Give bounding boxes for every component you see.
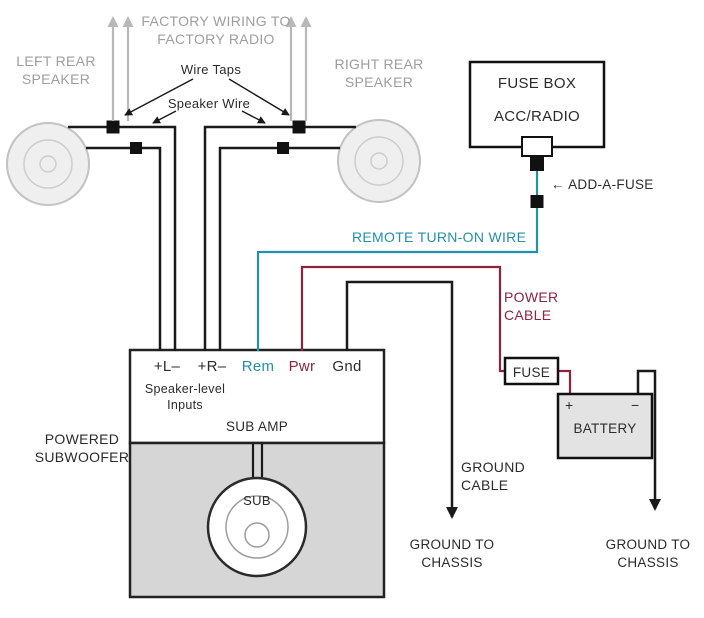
- power-cable-wire: [300, 265, 504, 373]
- left-speaker-wire-bottom: [86, 146, 162, 351]
- fuse-to-battery-wire: [558, 369, 572, 393]
- label-powered-subwoofer: POWERED SUBWOOFER: [34, 431, 130, 466]
- label-wire-taps: Wire Taps: [180, 62, 242, 77]
- right-speaker-wire-bottom: [218, 146, 340, 351]
- label-sub-amp: SUB AMP: [225, 419, 289, 434]
- right-rear-speaker-icon: [337, 119, 421, 203]
- wire-tap-right-bottom: [277, 142, 289, 154]
- label-fuse-box-title: FUSE BOX: [497, 75, 577, 92]
- ground-cable-wire: [345, 280, 458, 519]
- fuse-box: [468, 60, 606, 149]
- battery-positive-terminal: +: [565, 397, 574, 413]
- inline-fuse-box: [503, 356, 560, 386]
- callout-arrows: [124, 78, 290, 124]
- label-ground-to-chassis-amp: GROUND TO CHASSIS: [409, 537, 495, 570]
- factory-wiring-arrows: [107, 16, 312, 121]
- left-speaker-wire-top: [68, 125, 177, 351]
- wire-taps-arrow-right: [228, 78, 290, 116]
- right-speaker-wire-top: [203, 125, 356, 351]
- battery-box: [556, 392, 654, 460]
- label-left-rear-speaker: LEFT REAR SPEAKER: [16, 53, 96, 88]
- label-add-a-fuse: ← ADD-A-FUSE: [551, 177, 654, 192]
- wire-tap-right-top: [292, 120, 306, 134]
- amp-input-right: +R–: [197, 358, 227, 375]
- label-acc-radio: ACC/RADIO: [493, 108, 581, 125]
- label-remote-turn-on-wire: REMOTE TURN-ON WIRE: [352, 229, 527, 245]
- label-ground-to-chassis-battery: GROUND TO CHASSIS: [605, 537, 691, 570]
- label-right-rear-speaker: RIGHT REAR SPEAKER: [334, 56, 424, 91]
- wire-tap-left-top: [106, 120, 120, 134]
- left-rear-speaker-icon: [6, 122, 90, 206]
- label-inline-fuse: FUSE: [512, 365, 551, 380]
- sub-amp-box: [128, 348, 386, 445]
- add-a-fuse-holder: [521, 136, 553, 157]
- battery-negative-terminal: −: [631, 397, 640, 413]
- amp-to-sub-connector: [251, 444, 264, 478]
- amp-input-gnd: Gnd: [332, 358, 362, 375]
- speaker-wire-arrow-left: [152, 110, 177, 124]
- speaker-wire-arrow-right: [241, 110, 266, 124]
- label-sub: SUB: [243, 493, 271, 508]
- wire-tap-left-bottom: [130, 142, 142, 154]
- label-speaker-level-inputs: Speaker-level Inputs: [144, 382, 226, 413]
- sub-driver-icon: [206, 476, 308, 578]
- amp-input-rem: Rem: [241, 358, 275, 375]
- wire-taps-arrow-left: [124, 78, 194, 116]
- amp-input-pwr: Pwr: [288, 358, 316, 375]
- battery-ground-wire: [636, 369, 661, 511]
- add-a-fuse-connector-top: [530, 157, 544, 171]
- add-a-fuse-connector-bottom: [530, 195, 544, 208]
- label-speaker-wire: Speaker Wire: [167, 96, 251, 111]
- label-power-cable: POWER CABLE: [504, 289, 559, 324]
- label-battery: BATTERY: [573, 421, 637, 436]
- amp-input-left: +L–: [153, 358, 181, 375]
- label-ground-cable: GROUND CABLE: [461, 459, 526, 494]
- label-factory-wiring: FACTORY WIRING TO FACTORY RADIO: [141, 13, 291, 48]
